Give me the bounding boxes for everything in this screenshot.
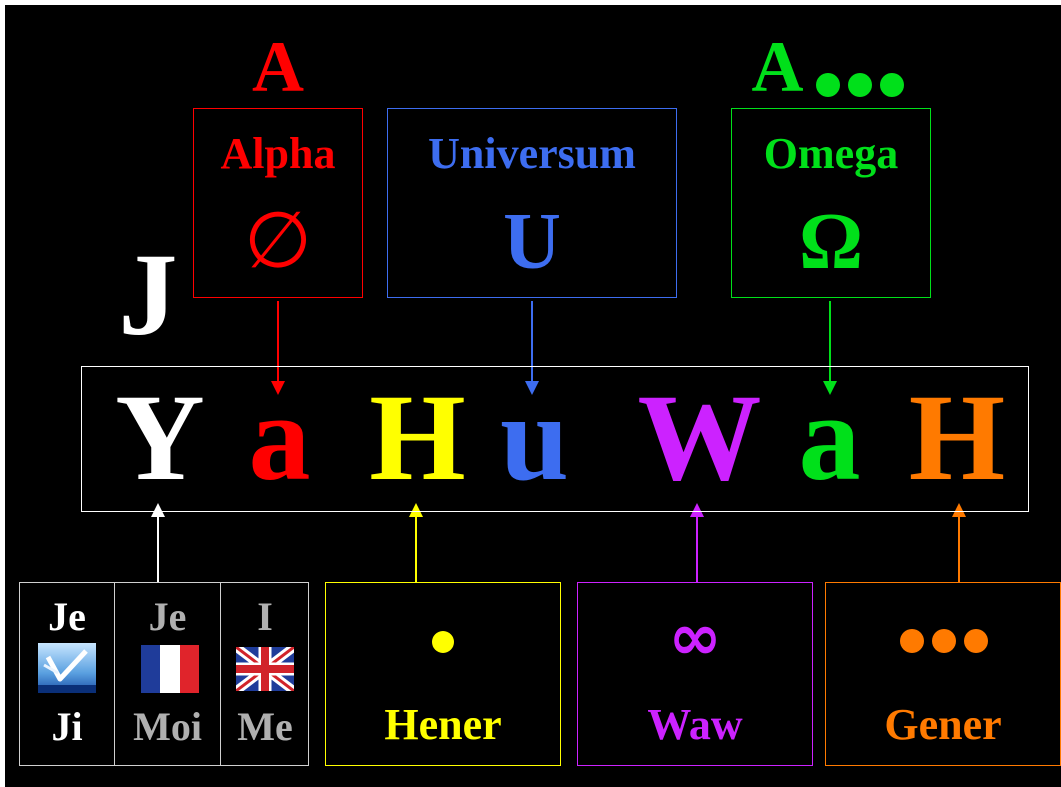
name-box: Y a H u W a H: [81, 366, 1029, 512]
hener-label: Hener: [384, 700, 502, 749]
j-letter: J: [118, 229, 178, 360]
infinity-icon: ∞: [668, 601, 722, 675]
empty-set-icon: ∅: [244, 196, 312, 286]
omega-dot-2: [848, 73, 872, 97]
hener-dot-icon: [432, 631, 454, 653]
omega-symbol: Ω: [798, 198, 864, 286]
name-letter-a-omega: a: [798, 369, 861, 506]
waw-arrow: [690, 503, 704, 583]
omega-box: Omega Ω: [731, 108, 931, 298]
alpha-label: Alpha: [220, 129, 336, 178]
name-letter-a-alpha: a: [248, 369, 311, 506]
i-label: I: [257, 594, 273, 639]
name-letter-h-hener: H: [369, 369, 466, 506]
gener-box: Gener: [825, 582, 1061, 766]
gener-arrow: [952, 503, 966, 583]
arrows-layer: [151, 301, 966, 583]
omega-big-a: A: [751, 27, 804, 107]
me-label: Me: [237, 704, 293, 749]
gener-dot-2: [932, 629, 956, 653]
pronoun-divider-1: [114, 583, 115, 765]
universum-symbol: U: [503, 198, 561, 286]
alpha-big-a: A: [252, 27, 304, 107]
ji-label: Ji: [51, 704, 83, 749]
omega-arrow: [823, 301, 837, 395]
omega-dot-3: [880, 73, 904, 97]
gener-label: Gener: [884, 700, 1002, 749]
omega-label: Omega: [763, 129, 899, 178]
je-french-label: Je: [148, 594, 187, 639]
hener-arrow: [409, 503, 423, 583]
hener-box: Hener: [325, 582, 561, 766]
uk-flag-icon: [236, 647, 294, 691]
gener-dot-3: [964, 629, 988, 653]
name-letter-u: u: [500, 369, 569, 506]
gener-dot-1: [900, 629, 924, 653]
diagram-canvas: A A Alpha ∅ Universum U Omega Ω J Y a H …: [5, 5, 1061, 787]
france-flag-icon: [141, 645, 199, 693]
name-letter-h-gener: H: [908, 369, 1006, 506]
moi-label: Moi: [133, 704, 202, 749]
alpha-box: Alpha ∅: [193, 108, 363, 298]
name-letter-y: Y: [115, 369, 205, 506]
y-arrow: [151, 503, 165, 583]
alpha-arrow: [271, 301, 285, 395]
universum-arrow: [525, 301, 539, 395]
verba-logo-icon: [38, 643, 96, 693]
omega-big-a-group: A: [740, 27, 960, 107]
omega-dot-1: [816, 73, 840, 97]
name-letter-w: W: [637, 369, 762, 506]
universum-label: Universum: [428, 129, 636, 178]
waw-label: Waw: [647, 700, 743, 749]
pronoun-box: Je Ji Je Moi I Me: [19, 582, 309, 766]
waw-box: ∞ Waw: [577, 582, 813, 766]
universum-box: Universum U: [387, 108, 677, 298]
je-label: Je: [48, 594, 86, 639]
pronoun-divider-2: [220, 583, 221, 765]
